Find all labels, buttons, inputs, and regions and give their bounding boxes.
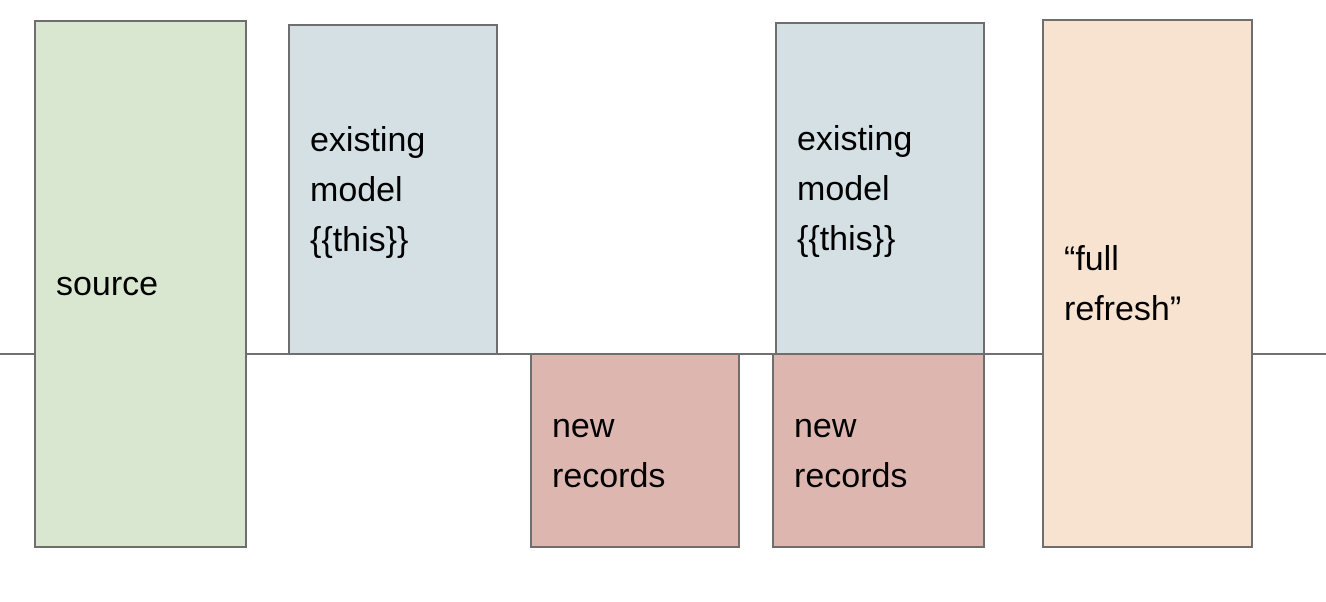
existing-model-box-1[interactable]: existing model {{this}} [288, 24, 498, 355]
new-records-box-1-label: new records [552, 406, 666, 495]
new-records-box-2-label: new records [794, 406, 908, 495]
full-refresh-box-label: “full refresh” [1064, 239, 1182, 328]
existing-model-box-2-label: existing model {{this}} [797, 119, 913, 258]
source-box[interactable]: source [34, 20, 247, 548]
full-refresh-box[interactable]: “full refresh” [1042, 19, 1253, 548]
source-box-label: source [56, 265, 159, 303]
new-records-box-2[interactable]: new records [772, 353, 985, 548]
existing-model-box-1-label: existing model {{this}} [310, 120, 426, 259]
existing-model-box-2[interactable]: existing model {{this}} [775, 22, 985, 355]
new-records-box-1[interactable]: new records [530, 353, 740, 548]
